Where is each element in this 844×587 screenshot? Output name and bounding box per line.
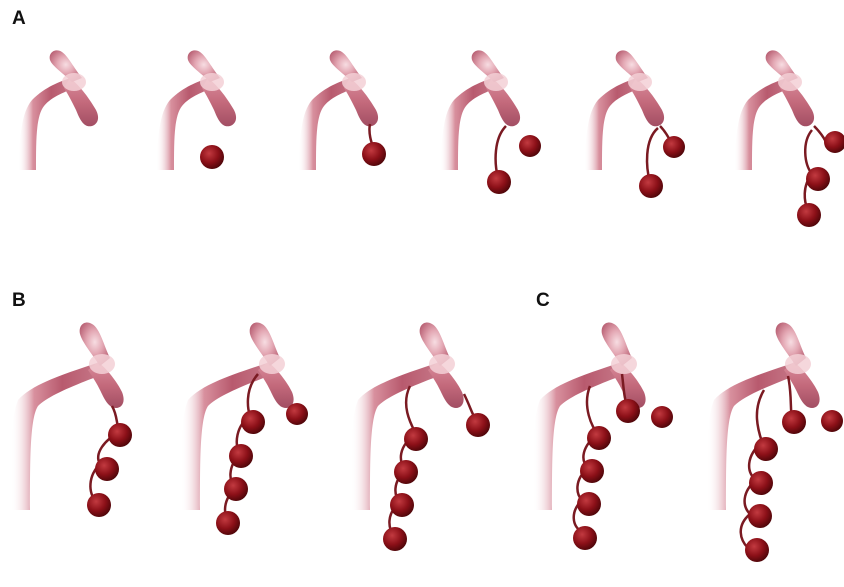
vessel: [584, 50, 664, 170]
sphere: [748, 504, 772, 528]
sphere: [224, 477, 248, 501]
sphere: [362, 142, 386, 166]
stage-b3: [351, 322, 490, 551]
stage-c1: [533, 322, 673, 550]
sphere: [200, 145, 224, 169]
stage-a3: [298, 50, 386, 170]
sphere: [663, 136, 685, 158]
panel-b: [11, 322, 490, 551]
sphere: [782, 410, 806, 434]
sphere: [404, 427, 428, 451]
sphere: [573, 526, 597, 550]
sphere: [519, 135, 541, 157]
vessel: [734, 50, 814, 170]
sphere: [754, 437, 778, 461]
sphere: [616, 399, 640, 423]
vessel: [156, 50, 236, 170]
stage-a2: [156, 50, 236, 170]
sphere: [577, 492, 601, 516]
panel-a: [18, 50, 844, 227]
sphere: [580, 459, 604, 483]
sphere: [286, 403, 308, 425]
sphere: [383, 527, 407, 551]
sphere: [466, 413, 490, 437]
sphere: [821, 410, 843, 432]
sphere: [806, 167, 830, 191]
sphere: [95, 457, 119, 481]
sphere: [749, 471, 773, 495]
panel-label-a: A: [12, 8, 26, 29]
sphere: [394, 460, 418, 484]
stage-b1: [11, 322, 132, 517]
sphere: [797, 203, 821, 227]
panel-c: [533, 322, 843, 562]
stalk: [814, 126, 826, 142]
panel-label-c: C: [536, 290, 550, 311]
sphere: [487, 170, 511, 194]
sphere: [745, 538, 769, 562]
vessel: [18, 50, 98, 170]
stalk: [647, 128, 658, 182]
sphere: [229, 444, 253, 468]
sphere: [216, 511, 240, 535]
vessel: [440, 50, 520, 170]
sphere: [651, 406, 673, 428]
stage-c2: [707, 322, 843, 562]
sphere: [587, 426, 611, 450]
stage-b2: [181, 322, 308, 535]
stage-a6: [734, 50, 844, 227]
sphere: [241, 410, 265, 434]
stage-a1: [18, 50, 98, 170]
stage-a4: [440, 50, 541, 194]
panel-label-b: B: [12, 290, 26, 311]
sphere: [87, 493, 111, 517]
stalk: [90, 406, 120, 502]
sphere: [108, 423, 132, 447]
sphere: [824, 131, 844, 153]
stage-a5: [584, 50, 685, 198]
vessel: [11, 322, 124, 510]
sphere: [639, 174, 663, 198]
sphere: [390, 493, 414, 517]
